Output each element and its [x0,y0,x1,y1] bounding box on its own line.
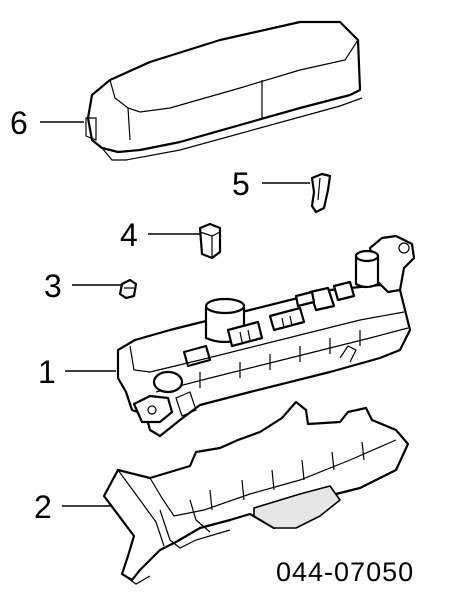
small-relay-part [198,222,222,260]
callout-5: 5 [232,166,250,202]
callout-1: 1 [38,354,56,390]
fuse-part [118,278,138,300]
callout-3: 3 [44,268,62,304]
lower-cover-part [102,400,410,585]
upper-cover-part [85,20,363,161]
leader-lines [40,121,310,507]
callout-6: 6 [10,105,28,141]
clip-part [310,172,332,214]
callout-4: 4 [120,217,138,253]
fuse-block-part [116,234,416,438]
diagram-part-number: 044-07050 [276,557,414,587]
callout-2: 2 [34,489,52,525]
